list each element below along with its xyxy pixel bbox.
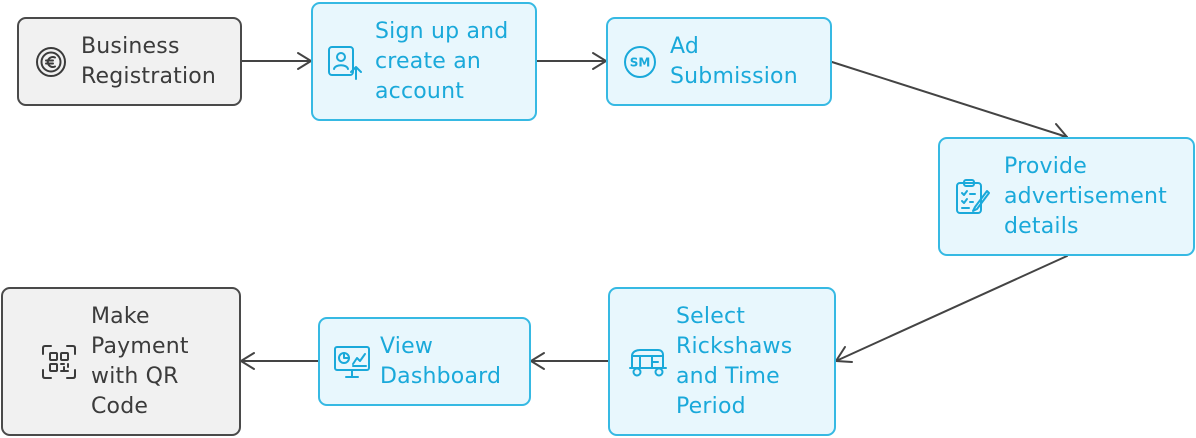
label-line: Dashboard	[380, 363, 502, 389]
edge-ad-submission-to-details	[831, 61, 1068, 140]
label-line: View	[380, 333, 434, 359]
label-line: Select	[676, 303, 746, 329]
node-label: Make Payment with QR Code	[91, 302, 189, 422]
clipboard-edit-icon	[952, 177, 992, 217]
sm-badge-icon: SM	[620, 42, 660, 82]
node-label: Select Rickshaws and Time Period	[676, 302, 792, 422]
label-line: and Time	[676, 363, 780, 389]
node-provide-details: Provide advertisement details	[938, 137, 1195, 256]
svg-text:SM: SM	[630, 55, 651, 69]
node-label: View Dashboard	[380, 332, 501, 392]
label-line: account	[375, 78, 465, 104]
label-line: Make	[91, 303, 150, 329]
label-line: advertisement	[1004, 183, 1167, 209]
rickshaw-icon	[628, 342, 668, 382]
qr-scan-icon	[39, 342, 79, 382]
edge-select-to-dashboard	[530, 352, 609, 370]
label-line: Registration	[81, 63, 217, 89]
node-label: Provide advertisement details	[1004, 152, 1167, 242]
label-line: Submission	[670, 63, 798, 89]
edge-signup-to-ad-submission	[536, 52, 607, 70]
node-sign-up: Sign up and create an account	[311, 2, 537, 121]
monitor-chart-icon	[332, 342, 372, 382]
user-upload-icon	[325, 42, 365, 82]
label-line: Business	[81, 33, 180, 59]
label-line: Period	[676, 393, 746, 419]
label-line: Rickshaws	[676, 333, 793, 359]
node-ad-submission: SM Ad Submission	[606, 17, 832, 106]
label-line: details	[1004, 213, 1079, 239]
edge-registration-to-signup	[241, 52, 312, 70]
label-line: Ad	[670, 33, 700, 59]
label-line: create an	[375, 48, 482, 74]
node-label: Business Registration	[81, 32, 216, 92]
label-line: Payment	[91, 333, 189, 359]
label-line: with QR	[91, 363, 179, 389]
euro-coin-icon	[31, 42, 71, 82]
node-view-dashboard: View Dashboard	[318, 317, 531, 406]
node-business-registration: Business Registration	[17, 17, 242, 106]
node-label: Sign up and create an account	[375, 17, 508, 107]
edge-dashboard-to-payment	[240, 352, 319, 370]
node-label: Ad Submission	[670, 32, 798, 92]
node-make-payment: Make Payment with QR Code	[1, 287, 241, 436]
edge-details-to-select-rickshaws	[835, 255, 1068, 363]
label-line: Provide	[1004, 153, 1087, 179]
node-select-rickshaws: Select Rickshaws and Time Period	[608, 287, 836, 436]
label-line: Sign up and	[375, 18, 509, 44]
label-line: Code	[91, 393, 149, 419]
